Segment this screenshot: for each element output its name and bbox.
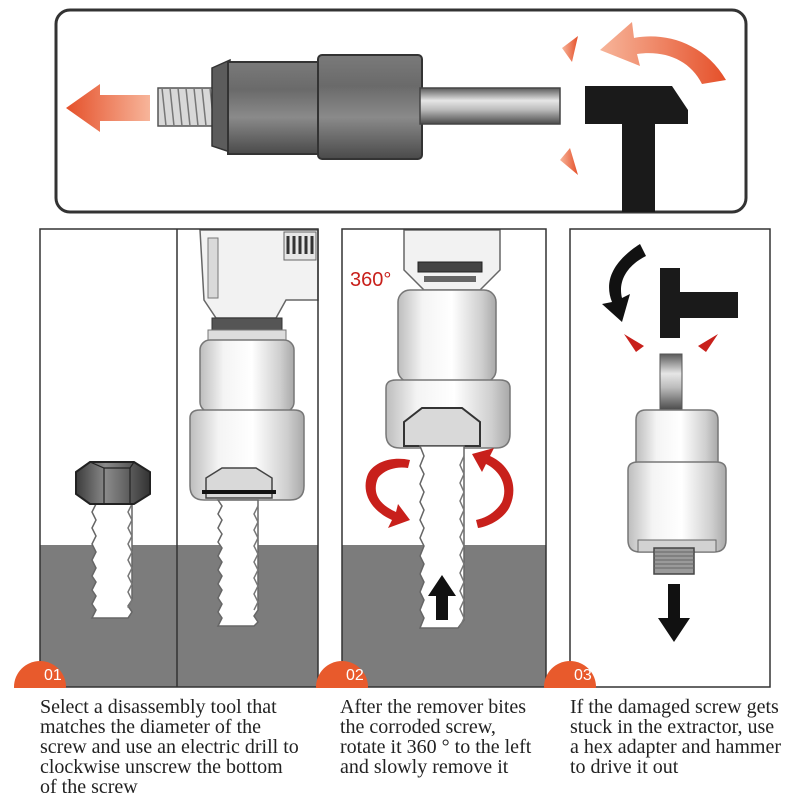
socket-adapter-icon: [627, 409, 727, 553]
step-01-caption: Select a disassembly tool that matches t…: [40, 696, 299, 798]
step-03-frame: [569, 228, 771, 688]
rotation-label: 360°: [350, 269, 391, 291]
step-01-panel: 01: [14, 228, 319, 713]
shank-rod-icon: [419, 87, 561, 125]
socket-adapter-icon: [189, 339, 305, 501]
impact-mark-icon: [624, 334, 644, 352]
impact-mark-icon: [560, 148, 578, 175]
step-number: 01: [44, 667, 62, 684]
down-arrow-icon: [658, 584, 690, 642]
extractor-bit-icon: [216, 499, 259, 627]
step-01-frame: [39, 228, 319, 688]
step-03-caption: If the damaged screw gets stuck in the e…: [570, 696, 782, 778]
ground-surface: [40, 545, 318, 687]
step-02-frame: [341, 228, 547, 688]
extractor-bit-icon: [418, 445, 465, 629]
threaded-screw-icon: [653, 547, 695, 575]
impact-mark-icon: [562, 36, 578, 62]
step-number: 03: [574, 667, 592, 684]
rotation-arrow-icon: [365, 458, 410, 528]
socket-front-icon: [227, 61, 325, 155]
hammer-icon: [660, 268, 738, 338]
shank-rod-icon: [659, 353, 683, 411]
rotation-arrow-icon: [602, 244, 646, 322]
curved-arrow-icon: [600, 22, 726, 84]
hammer-icon: [585, 86, 688, 212]
caption-area: [0, 688, 800, 800]
electric-drill-icon: [199, 229, 319, 341]
up-arrow-icon: [428, 575, 456, 620]
step-03-panel: 03: [544, 228, 771, 713]
step-number: 02: [346, 667, 364, 684]
top-panel: [54, 8, 748, 214]
socket-adapter-icon: [385, 289, 511, 449]
socket-back-icon: [317, 54, 423, 160]
electric-drill-icon: [403, 229, 501, 291]
rotation-arrow-icon: [472, 448, 514, 528]
step-02-panel: 360° 02: [316, 228, 547, 713]
damaged-bolt-icon: [75, 461, 151, 619]
orange-left-arrow-icon: [66, 84, 150, 132]
threaded-screw-icon: [157, 87, 219, 127]
step-02-caption: After the remover bites the corroded scr…: [340, 696, 532, 778]
impact-mark-icon: [698, 334, 718, 352]
